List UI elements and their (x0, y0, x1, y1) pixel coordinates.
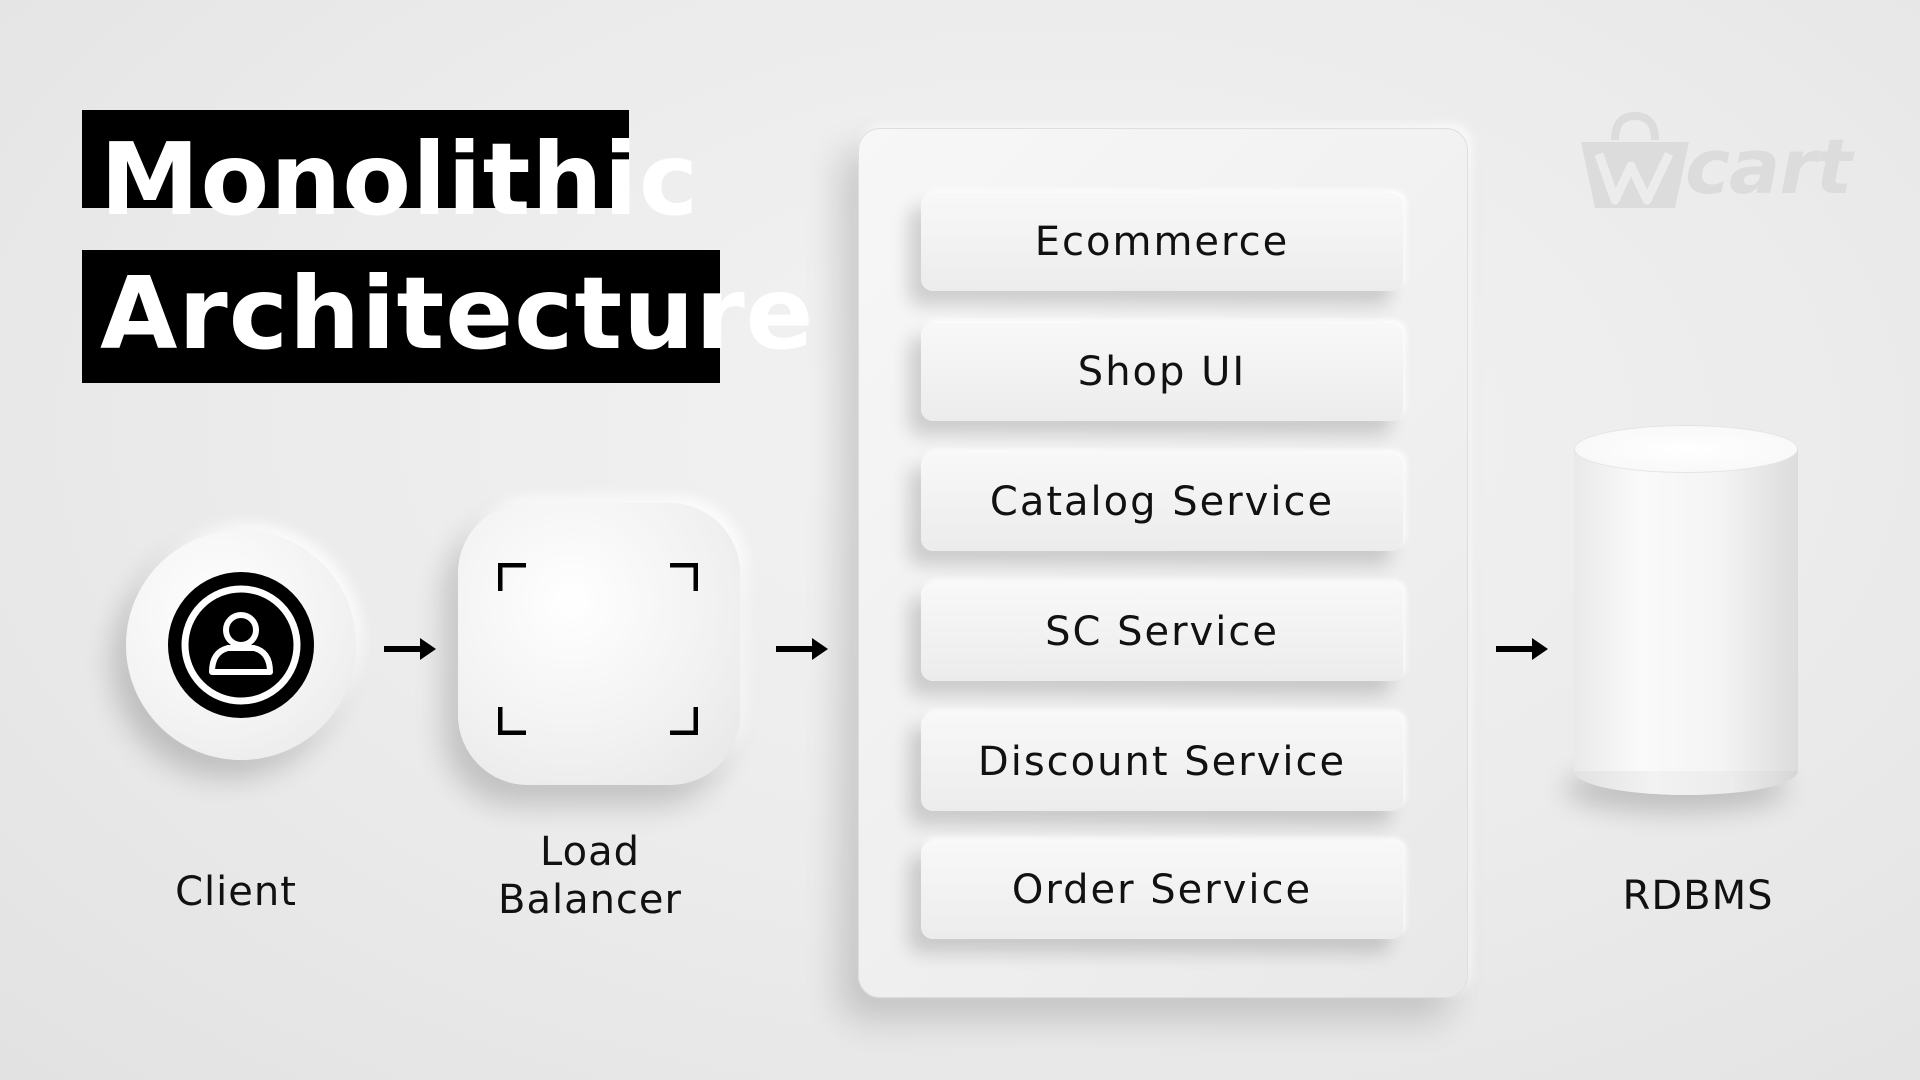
load-balancer-node (458, 503, 740, 785)
service-ecommerce: Ecommerce (921, 193, 1403, 291)
service-label: SC Service (1045, 609, 1279, 655)
service-discount: Discount Service (921, 713, 1403, 811)
load-balancer-label-line2: Balancer (498, 877, 682, 923)
database-cylinder-icon (1574, 425, 1798, 795)
database-cylinder-top (1574, 425, 1798, 473)
title-line-2: Architecture (82, 250, 814, 383)
load-balancer-label: Load Balancer (470, 828, 710, 924)
title-text-1: Monolithic (100, 121, 700, 238)
service-shop-ui: Shop UI (921, 323, 1403, 421)
focus-frame-icon (498, 563, 698, 735)
client-node (126, 530, 356, 760)
service-sc: SC Service (921, 583, 1403, 681)
arrow-right-icon (1496, 638, 1548, 660)
database-label: RDBMS (1622, 873, 1774, 919)
database-cylinder-body (1574, 449, 1798, 771)
w-bag-logo-icon (1581, 112, 1689, 208)
service-catalog: Catalog Service (921, 453, 1403, 551)
service-label: Discount Service (977, 739, 1347, 785)
service-order: Order Service (921, 841, 1403, 939)
service-label: Order Service (1011, 867, 1313, 913)
arrow-right-icon (384, 638, 436, 660)
service-label: Shop UI (1077, 349, 1247, 395)
load-balancer-label-line1: Load (540, 829, 640, 875)
title-line-1: Monolithic (82, 110, 698, 230)
arrow-right-icon (776, 638, 828, 660)
wcart-logo: cart (1575, 112, 1855, 212)
title-text-2: Architecture (100, 255, 815, 372)
monolith-container: Ecommerce Shop UI Catalog Service SC Ser… (858, 128, 1468, 998)
service-label: Ecommerce (1034, 219, 1290, 265)
client-label: Client (175, 869, 297, 915)
service-label: Catalog Service (989, 479, 1335, 525)
user-circle-icon (168, 572, 314, 718)
logo-text: cart (1685, 122, 1852, 211)
